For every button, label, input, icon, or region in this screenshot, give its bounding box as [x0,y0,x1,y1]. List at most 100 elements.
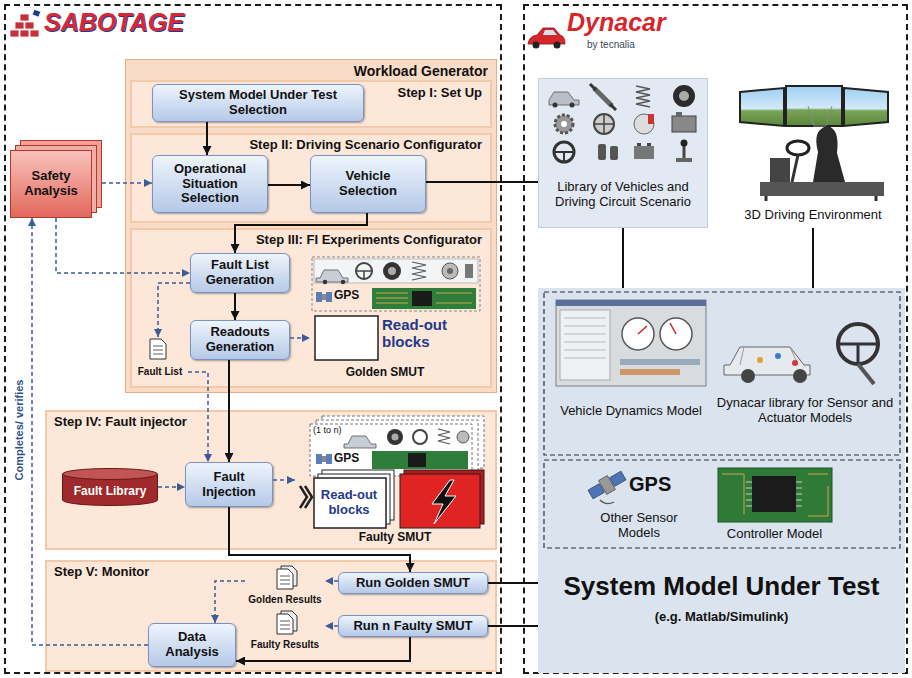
model-picture: GPS Read-out blocksGolden SMUT [310,255,482,385]
picture-caption: Golden SMUT [346,366,425,380]
golden-model-picture [314,259,478,283]
connector [235,213,367,253]
connector [234,293,236,320]
faulty-model-picture [300,486,312,508]
brick-logo [20,30,29,37]
dashed-connector [273,479,295,481]
faulty-model-picture [404,470,484,524]
faulty-model-picture [387,429,403,445]
sensor-name: GPS [334,452,359,466]
golden-model-picture [316,270,348,282]
car-logo [554,42,561,49]
sensor-actuator-picture [741,369,755,383]
controller-board-picture [718,468,832,522]
connector [229,507,410,572]
sensor-actuator-picture [792,360,798,366]
dashed-connector [290,337,310,339]
text-frame: Dynacar library for Sensor and Actuator … [714,393,896,429]
gps-satellite-symbol [587,469,628,502]
library-icons [676,112,682,116]
driving-simulator-picture [740,86,888,201]
golden-model-picture [442,263,458,279]
sensor-name: GPS [334,289,359,303]
controller-board-picture [722,474,828,516]
document-symbol [280,576,290,584]
step-title: Step I: Set Up [397,86,482,101]
faulty-model-picture [300,416,484,528]
tool-logo: SABOTAGE [44,8,184,37]
picture-caption: Library of Vehicles and Driving Circuit … [542,180,704,210]
library-icons [634,114,654,134]
driving-simulator-picture [808,106,832,126]
dynamics-screenshot [620,359,700,365]
dynamics-screenshot [556,300,706,386]
library-icons [673,85,695,107]
dashed-connector [102,182,152,184]
step-title: Step IV: Fault injector [54,415,187,430]
component-picture: Dynacar library for Sensor and Actuator … [714,297,896,431]
text-frame: Run Golden SMUT [339,573,487,593]
document-symbol [281,566,297,586]
dashed-connector [56,218,190,273]
golden-model-picture [316,292,322,302]
text-frame: Step II: Driving Scenario Configurator [249,138,482,153]
faulty-model-picture [322,416,484,468]
text-frame: Read-out blocks [382,313,480,353]
faulty-model-picture [372,451,468,469]
dynamics-screenshot [660,318,692,350]
brick-logo [10,30,19,37]
text-frame: Controller Model [712,525,837,543]
library-icons [681,140,688,147]
tool-subtitle: by tecnalia [587,39,635,51]
golden-model-picture [372,288,476,309]
faulty-model-picture [326,454,332,464]
dynamics-screenshot [620,369,680,375]
document-icon: Fault List [132,337,188,383]
process-box: System Model Under Test Selection [152,84,364,122]
tool-logo: Dynacar [567,8,666,37]
dynamics-screenshot [622,318,654,350]
library-icons [554,152,574,162]
connector [622,228,624,288]
text-frame: Fault Injection [186,463,272,506]
faulty-model-picture [314,478,386,528]
library-icons [555,115,573,133]
dynamics-screenshot [638,323,676,334]
golden-model-picture [323,280,327,284]
document-symbol [277,569,293,589]
text-frame: Step V: Monitor [54,565,149,580]
text-frame: Vehicle Dynamics Model [552,393,710,429]
sensor-actuator-picture [775,353,781,359]
text-frame: Data Analysis [149,624,235,666]
process-box: Run Golden SMUT [338,572,488,594]
text-frame: Safety Analysis [10,150,92,218]
document-symbol [150,339,297,634]
picture-caption: Other Sensor Models [585,511,693,541]
gps-satellite-symbol [588,484,604,499]
sensor-actuator-picture [724,347,810,375]
library-icons [590,84,616,110]
controller-board-picture [718,468,832,522]
driving-simulator-picture [813,126,845,182]
step-panel: Step V: MonitorRun Golden SMUT Run n Faul… [45,560,497,672]
library-panel: Library of Vehicles and Driving Circuit … [538,78,708,228]
tool-panel: Dynacar by tecnaliaLibrary of Vehicles an… [523,4,908,674]
driving-simulator-picture [786,86,842,126]
dashed-connector [158,283,190,337]
golden-model-picture [447,268,453,274]
gps-satellite-symbol [610,471,626,486]
library-icons [647,143,651,146]
document-label: Golden Results [248,594,321,606]
text-frame: Step I: Set Up [397,86,482,101]
picture-caption: 3D Driving Environment [744,208,881,223]
connector [236,637,410,661]
box-label: Vehicle Selection [315,169,421,199]
connector [812,228,814,288]
text-frame: Run n Faulty SMUT [339,616,487,636]
library-icons [594,114,614,134]
library-icons [637,143,641,146]
component-picture: GPSOther Sensor Models [585,465,693,545]
text-frame: (1 to n) [313,424,353,436]
library-icons [561,121,567,127]
sensor-actuator-picture [838,324,878,364]
